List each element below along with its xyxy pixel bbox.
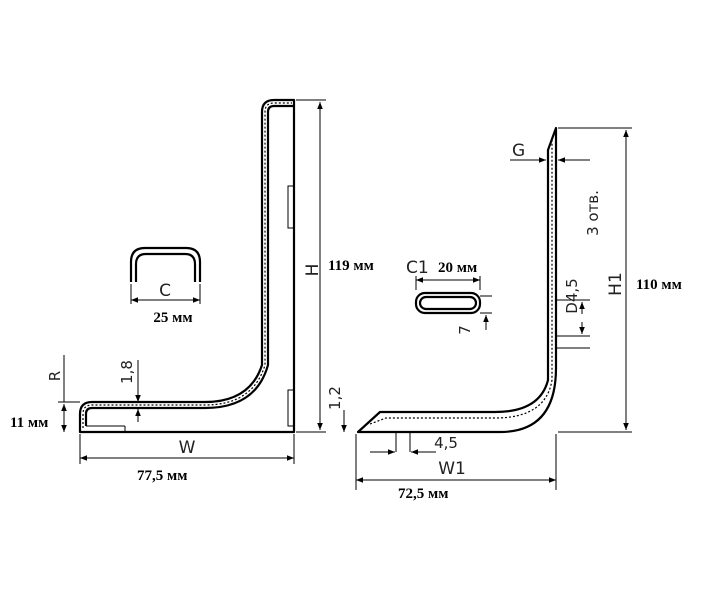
right-height-value: 110 мм	[636, 277, 682, 293]
right-cutout-value: 20 мм	[438, 260, 477, 276]
right-cutout-symbol: C1	[406, 258, 429, 278]
right-width-symbol: W1	[438, 459, 466, 479]
left-lip-dimensions: R 11 мм 1,8	[10, 355, 141, 432]
radius-symbol: R	[46, 371, 64, 381]
right-gap-dimension: G	[510, 141, 590, 163]
right-cutout-inner	[418, 295, 478, 311]
left-bracket	[78, 98, 296, 434]
right-bracket-outer-profile	[356, 126, 558, 434]
left-bracket-outer-profile	[78, 98, 296, 434]
left-width-dimension: W 77,5 мм	[79, 434, 295, 484]
right-wall-hole-labels: 3 отв. D4,5	[563, 190, 602, 334]
left-height-symbol: H	[303, 264, 323, 277]
right-cutout: C1 20 мм 7	[406, 258, 492, 335]
right-cutout-outer	[414, 291, 482, 315]
holes-count-label: 3 отв.	[584, 190, 602, 236]
left-width-value: 77,5 мм	[137, 468, 187, 484]
left-bracket-inner-profile	[84, 104, 294, 426]
left-height-value: 119 мм	[328, 258, 374, 274]
right-width-value: 72,5 мм	[398, 486, 448, 502]
left-cutout-symbol: C	[159, 281, 171, 301]
hole-diameter-label: D4,5	[563, 278, 581, 313]
left-cutout-inner	[134, 252, 197, 282]
left-bracket-hatch	[82, 102, 292, 428]
right-bracket	[356, 126, 590, 452]
thickness-label: 1,8	[118, 360, 136, 384]
right-height-symbol: H1	[606, 272, 626, 296]
left-height-dimension: H 119 мм	[296, 99, 374, 433]
right-cutout-offset-label: 7	[456, 325, 474, 335]
left-foot-label: 1,2	[326, 386, 344, 410]
left-cutout: C 25 мм	[129, 246, 202, 326]
left-cutout-outer	[129, 246, 202, 282]
left-foot-dimension: 1,2	[326, 386, 347, 432]
right-base-offset-dimension: 4,5	[370, 434, 458, 455]
gap-symbol: G	[512, 141, 525, 161]
right-height-dimension: H1 110 мм	[558, 127, 682, 433]
lip-value: 11 мм	[10, 415, 48, 431]
right-width-dimension: W1 72,5 мм	[355, 434, 557, 502]
left-width-symbol: W	[179, 438, 196, 458]
base-offset-label: 4,5	[434, 434, 458, 452]
right-bracket-hatch	[369, 140, 553, 425]
left-cutout-value: 25 мм	[153, 310, 192, 326]
